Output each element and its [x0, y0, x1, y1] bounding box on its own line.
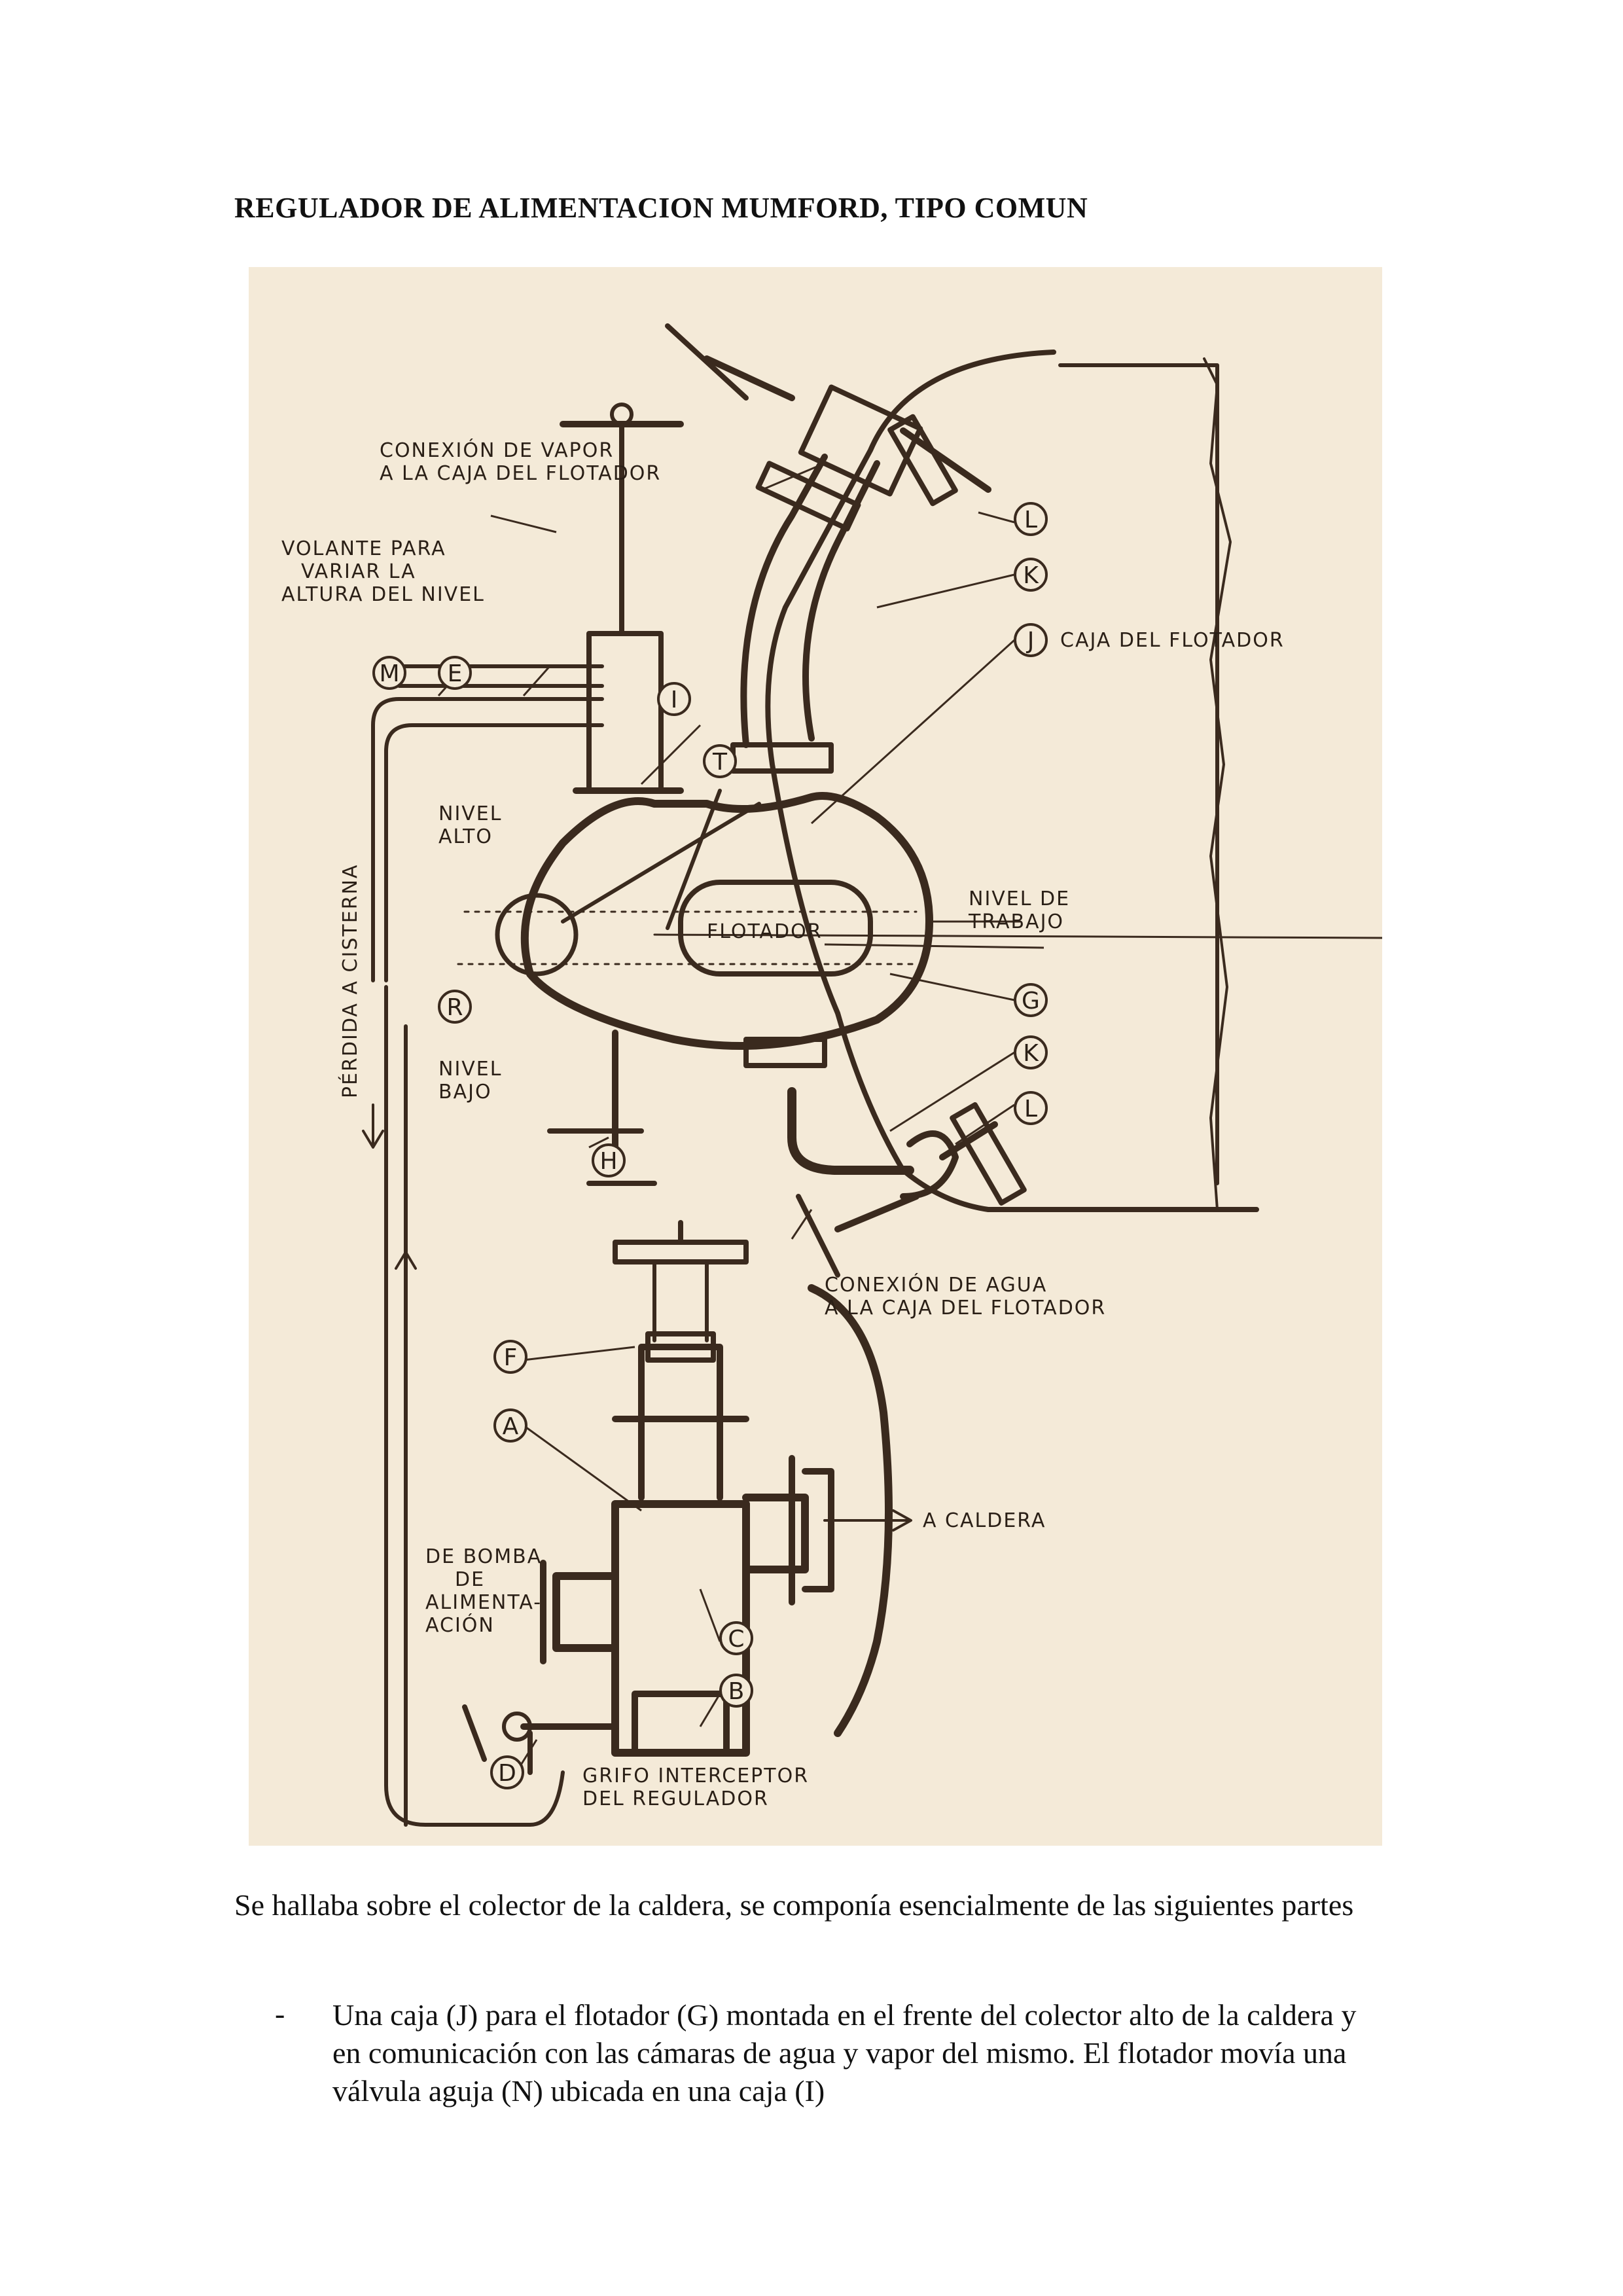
label-working-level-1: NIVEL DE: [969, 888, 1070, 910]
label-from-pump-1: DE BOMBA: [425, 1545, 542, 1568]
float-body: [678, 880, 873, 977]
label-low-level-1: NIVEL: [438, 1058, 502, 1081]
label-from-pump-3: ALIMENTA-: [425, 1591, 542, 1614]
label-stop-cock-2: DEL REGULADOR: [582, 1787, 769, 1810]
steam-valve: [704, 355, 795, 401]
callout-L-bottom: L: [1024, 1096, 1037, 1122]
label-working-level-2: TRABAJO: [968, 910, 1064, 933]
label-float: FLOTADOR: [707, 920, 823, 943]
diagram-svg: L K J I T M E R G K L H F A C B D CONEXI…: [281, 323, 1382, 1827]
label-steam-connection-2: A LA CAJA DEL FLOTADOR: [380, 462, 661, 485]
outlet-pipe: [742, 1494, 809, 1573]
leak-pipe: [371, 697, 604, 982]
label-handwheel-2: VARIAR LA: [301, 560, 416, 583]
label-low-level-2: BAJO: [438, 1081, 492, 1103]
callout-L-top: L: [1024, 507, 1037, 533]
label-water-connection-1: CONEXIÓN DE AGUA: [825, 1272, 1047, 1297]
callout-I: I: [671, 687, 678, 713]
label-from-pump-4: ACIÓN: [425, 1613, 495, 1637]
callout-H: H: [599, 1148, 617, 1175]
callout-J: J: [1026, 628, 1035, 655]
water-pipe: [787, 1087, 914, 1175]
callout-E: E: [448, 660, 463, 687]
label-stop-cock-1: GRIFO INTERCEPTOR: [582, 1765, 809, 1787]
callout-R: R: [446, 994, 463, 1021]
bullet-marker: -: [275, 1997, 285, 2030]
callout-M: M: [379, 660, 399, 687]
label-from-pump-2: DE: [455, 1568, 485, 1591]
bullet-item-text: Una caja (J) para el flotador (G) montad…: [332, 1998, 1357, 2108]
inlet-pipe: [552, 1572, 619, 1652]
label-handwheel-3: ALTURA DEL NIVEL: [281, 583, 485, 606]
callout-B: B: [728, 1678, 745, 1705]
callout-F: F: [504, 1344, 518, 1371]
label-high-level-2: ALTO: [438, 825, 493, 848]
label-steam-connection-1: CONEXIÓN DE VAPOR: [380, 438, 614, 462]
page-title: REGULADOR DE ALIMENTACION MUMFORD, TIPO …: [234, 192, 1088, 224]
float-ball: [495, 893, 579, 977]
callout-T: T: [712, 749, 728, 776]
steam-pipe: [802, 460, 880, 742]
label-to-boiler: A CALDERA: [923, 1509, 1046, 1532]
lever: [561, 802, 761, 924]
callout-A: A: [503, 1413, 519, 1440]
callout-K-bottom: K: [1023, 1040, 1039, 1067]
label-water-connection-2: A LA CAJA DEL FLOTADOR: [825, 1297, 1106, 1319]
intro-paragraph: Se hallaba sobre el colector de la calde…: [234, 1888, 1354, 1922]
label-cistern-loss: PÉRDIDA A CISTERNA: [338, 864, 362, 1098]
callout-G: G: [1022, 988, 1040, 1014]
regulator-diagram: L K J I T M E R G K L H F A C B D CONEXI…: [249, 267, 1382, 1846]
callout-K-top: K: [1023, 562, 1039, 589]
callout-C: C: [728, 1626, 744, 1653]
label-float-box: CAJA DEL FLOTADOR: [1060, 629, 1285, 652]
handwheel-f: [613, 1240, 749, 1265]
label-handwheel-1: VOLANTE PARA: [281, 537, 446, 560]
valve-casing: [586, 631, 664, 793]
boiler-drum: [765, 350, 1259, 1212]
working-level-line: [653, 933, 1382, 939]
callout-D: D: [498, 1760, 516, 1787]
label-high-level-1: NIVEL: [438, 802, 502, 825]
